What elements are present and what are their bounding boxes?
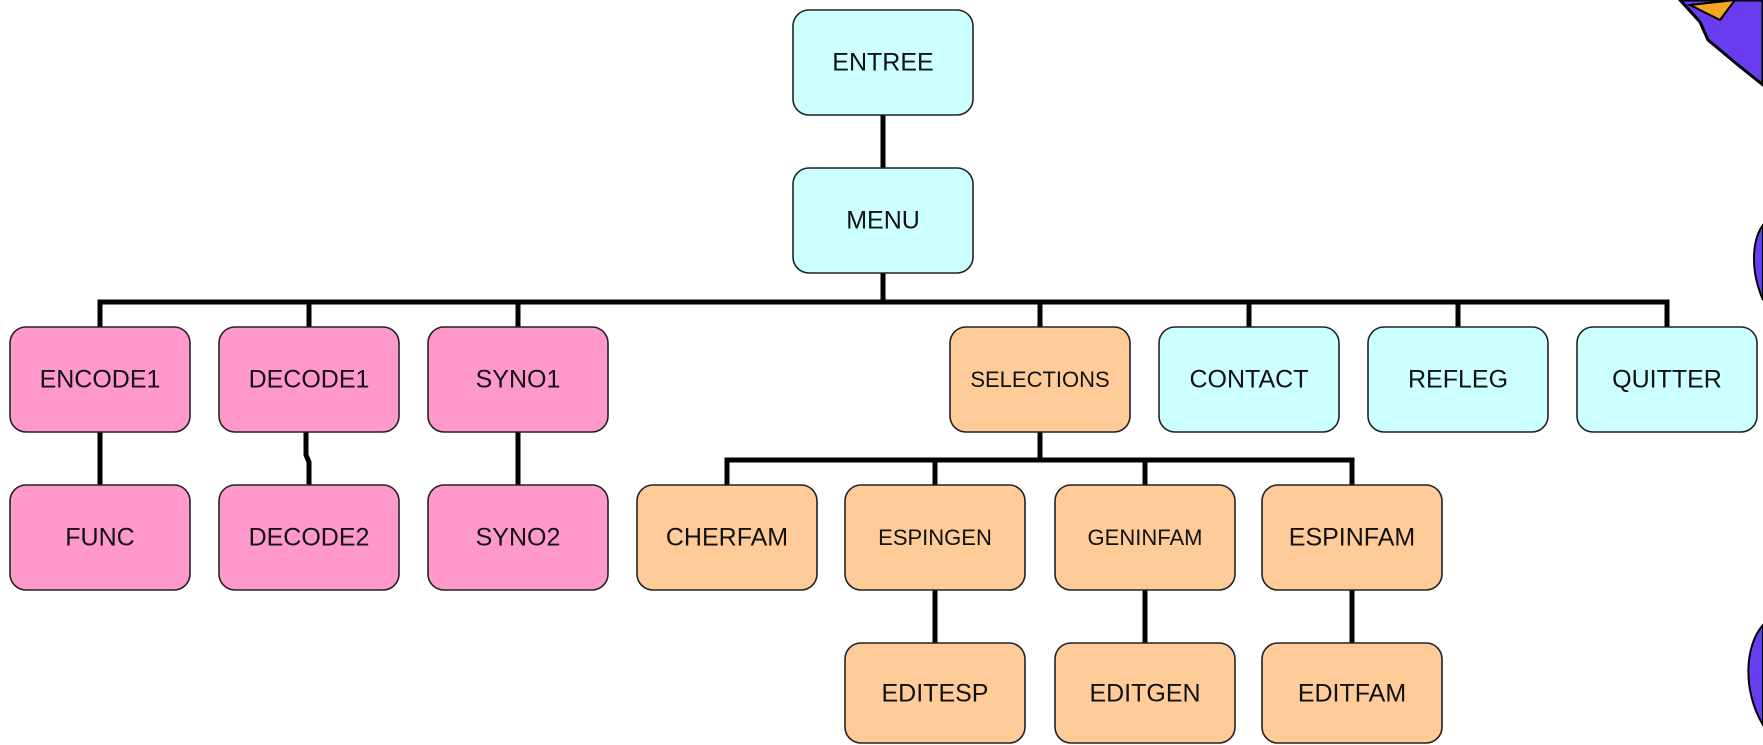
node-decode2-label: DECODE2 [249,524,370,552]
node-decode1-box [218,326,400,433]
node-encode1: ENCODE1 [9,326,191,433]
node-refleg: REFLEG [1367,326,1549,433]
decor-mid-shape [1753,223,1763,301]
node-syno2-box [427,484,609,591]
node-editesp-label: EDITESP [882,680,989,708]
node-espingen: ESPINGEN [844,484,1026,591]
node-syno1: SYNO1 [427,326,609,433]
node-editgen-label: EDITGEN [1089,680,1200,708]
node-editesp: EDITESP [844,642,1026,744]
connector-decode1-decode2 [303,429,312,488]
decorative-edge-art [1677,0,1763,727]
node-func-label: FUNC [65,524,134,552]
node-encode1-box [9,326,191,433]
node-contact: CONTACT [1158,326,1340,433]
node-decode1-label: DECODE1 [249,366,370,394]
node-espinfam: ESPINFAM [1261,484,1443,591]
node-editesp-box [844,642,1026,744]
node-editfam-label: EDITFAM [1298,680,1406,708]
node-decode2: DECODE2 [218,484,400,591]
node-quitter-label: QUITTER [1612,366,1722,394]
node-geninfam-box [1054,484,1236,591]
node-editfam-box [1261,642,1443,744]
node-syno2: SYNO2 [427,484,609,591]
node-decode2-box [218,484,400,591]
node-menu-box [792,167,974,274]
node-espinfam-label: ESPINFAM [1289,524,1415,552]
node-entree-box [792,9,974,116]
node-quitter-box [1576,326,1758,433]
node-selections: SELECTIONS [949,326,1131,433]
node-geninfam: GENINFAM [1054,484,1236,591]
decor-bottom-shape [1747,623,1763,727]
node-espingen-box [844,484,1026,591]
node-cherfam-box [636,484,818,591]
node-selections-box [949,326,1131,433]
node-editfam: EDITFAM [1261,642,1443,744]
decor-top-accent [1686,0,1737,22]
decor-top-shape [1677,0,1763,87]
node-cherfam-label: CHERFAM [666,524,788,552]
node-decode1: DECODE1 [218,326,400,433]
node-encode1-label: ENCODE1 [40,366,161,394]
node-contact-label: CONTACT [1190,366,1309,394]
node-entree: ENTREE [792,9,974,116]
connectors [97,112,1670,646]
node-cherfam: CHERFAM [636,484,818,591]
node-editgen-box [1054,642,1236,744]
node-menu-label: MENU [846,207,920,235]
node-refleg-box [1367,326,1549,433]
node-espinfam-box [1261,484,1443,591]
node-menu: MENU [792,167,974,274]
node-geninfam-label: GENINFAM [1088,525,1203,550]
node-func-box [9,484,191,591]
node-espingen-label: ESPINGEN [878,525,992,550]
node-quitter: QUITTER [1576,326,1758,433]
node-editgen: EDITGEN [1054,642,1236,744]
node-refleg-label: REFLEG [1408,366,1508,394]
node-selections-label: SELECTIONS [970,367,1109,392]
node-syno1-label: SYNO1 [476,366,561,394]
node-func: FUNC [9,484,191,591]
node-entree-label: ENTREE [832,49,933,77]
node-contact-box [1158,326,1340,433]
node-syno1-box [427,326,609,433]
node-syno2-label: SYNO2 [476,524,561,552]
